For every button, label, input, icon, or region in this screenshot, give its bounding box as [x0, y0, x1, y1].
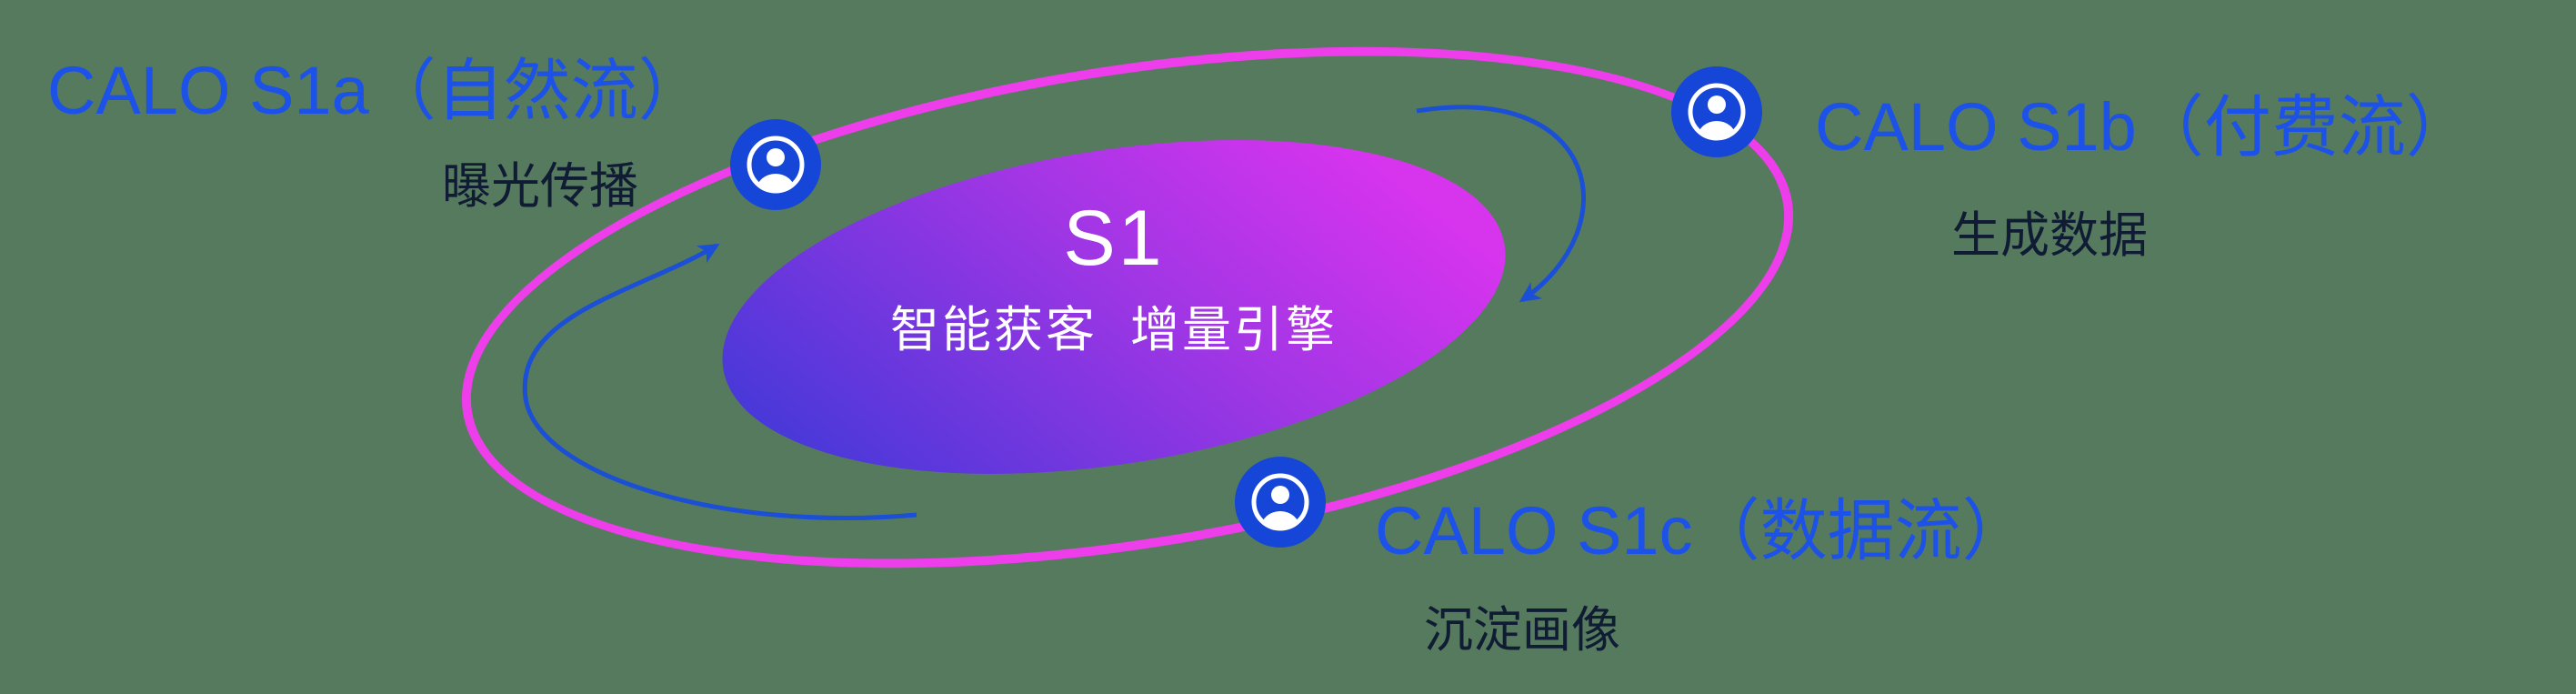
node-label-s1a: CALO S1a（自然流） — [47, 53, 706, 128]
core-title: S1 — [1063, 195, 1165, 282]
node-label-s1c: CALO S1c（数据流） — [1375, 493, 2030, 568]
core-text-block: S1 智能获客 增量引擎 — [818, 196, 1409, 361]
node-sublabel-s1c: 沉淀画像 — [1424, 603, 1620, 658]
user-circle-icon — [1671, 66, 1762, 157]
node-sublabel-s1a: 曝光传播 — [442, 159, 638, 214]
user-circle-icon — [730, 119, 821, 210]
node-sublabel-s1b: 生成数据 — [1951, 208, 2148, 263]
node-label-s1b: CALO S1b（付费流） — [1815, 89, 2473, 165]
user-circle-icon — [1235, 457, 1326, 548]
core-subtitle: 智能获客 增量引擎 — [889, 302, 1338, 357]
